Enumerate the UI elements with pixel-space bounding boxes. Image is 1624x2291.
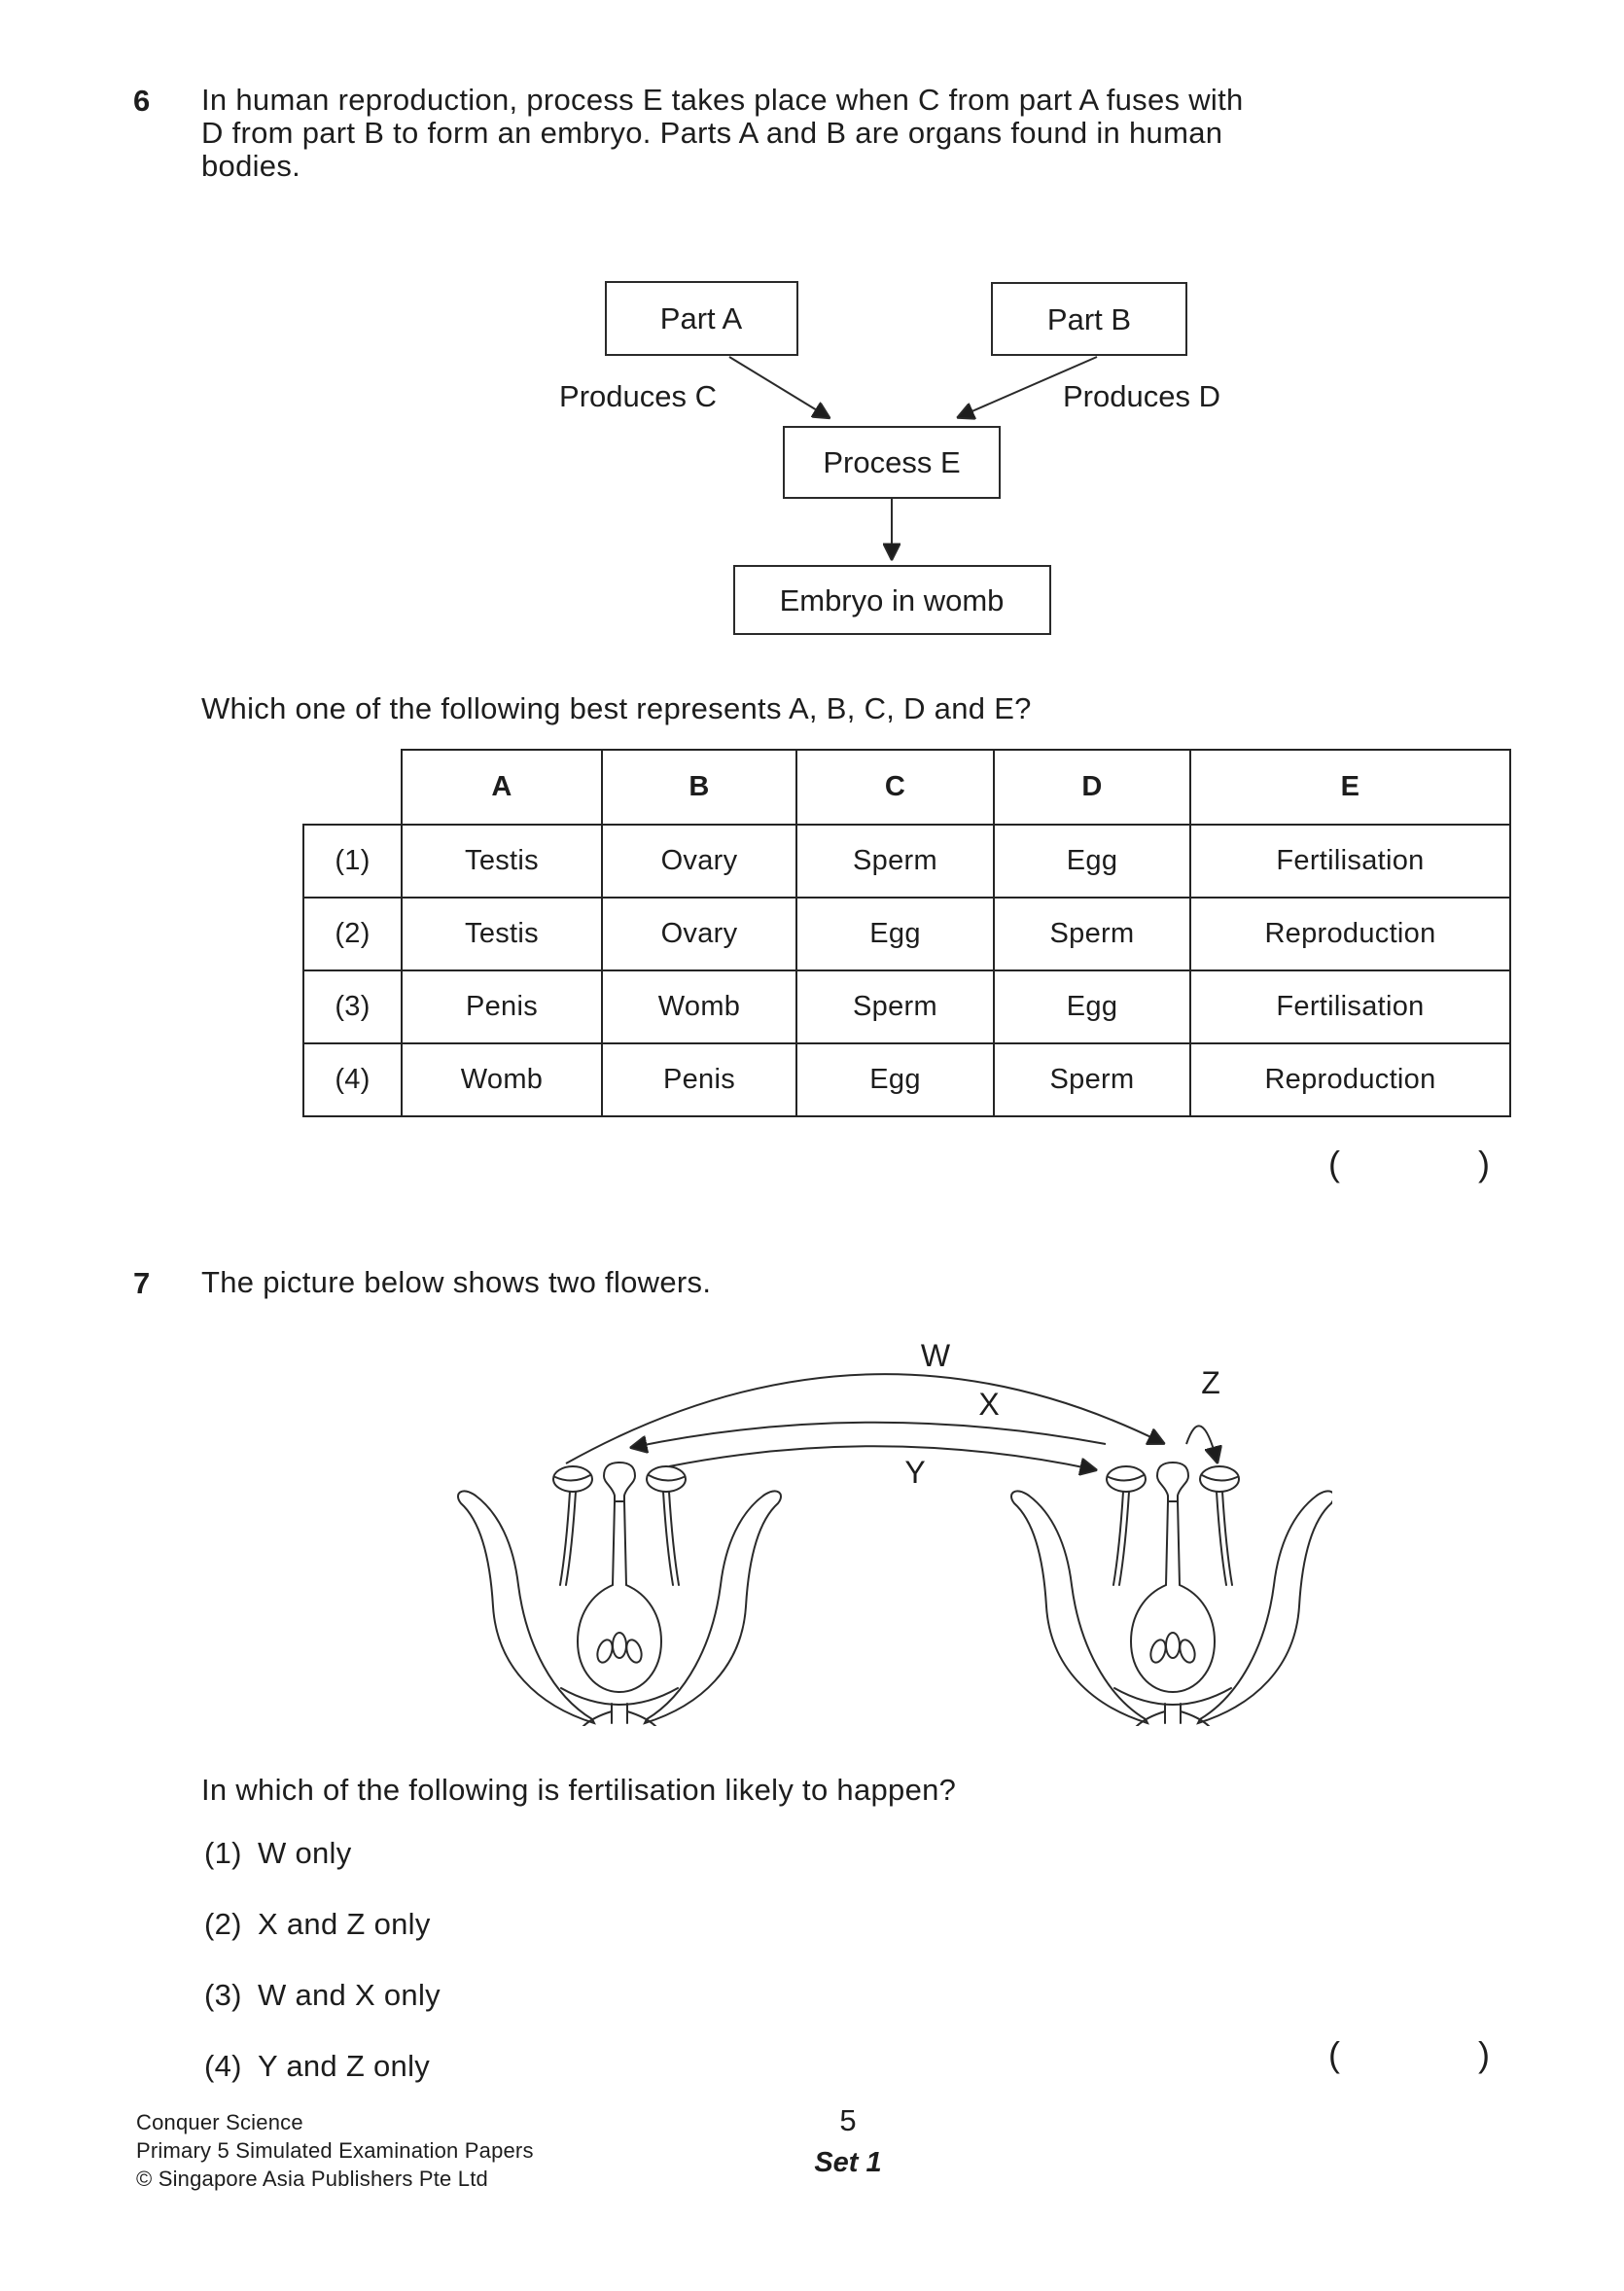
reproduction-flow-diagram: Part A Part B Process E Embryo in womb P… bbox=[559, 281, 1220, 635]
question-7-intro: The picture below shows two flowers. bbox=[201, 1265, 712, 1299]
label-y: Y bbox=[904, 1455, 925, 1490]
table-row: (1) Testis Ovary Sperm Egg Fertilisation bbox=[302, 824, 1511, 899]
option-3-text: W and X only bbox=[258, 1978, 441, 2012]
table-cell: Penis bbox=[601, 1042, 797, 1117]
row-label: (2) bbox=[302, 897, 403, 971]
question-6-text: In human reproduction, process E takes p… bbox=[201, 84, 1504, 183]
set-label: Set 1 bbox=[814, 2147, 882, 2178]
arrow-y bbox=[668, 1445, 1093, 1469]
question-7-number: 7 bbox=[133, 1266, 151, 1300]
footer-page-block: 5 Set 1 bbox=[751, 2103, 945, 2179]
part-b-label: Part B bbox=[1047, 302, 1131, 336]
option-4-label: (4) bbox=[204, 2049, 242, 2083]
table-cell: Sperm bbox=[993, 1042, 1191, 1117]
arrow-z bbox=[1185, 1425, 1217, 1460]
process-e-label: Process E bbox=[823, 445, 960, 479]
table-cell: Egg bbox=[993, 824, 1191, 899]
left-flower bbox=[456, 1462, 783, 1726]
table-row: (4) Womb Penis Egg Sperm Reproduction bbox=[302, 1042, 1511, 1117]
produces-d-label: Produces D bbox=[1063, 379, 1220, 413]
q7-answer-bracket-open: ( bbox=[1328, 2034, 1340, 2074]
footer-publisher-block: Conquer Science Primary 5 Simulated Exam… bbox=[136, 2108, 534, 2193]
table-cell: Fertilisation bbox=[1189, 824, 1511, 899]
option-1-text: W only bbox=[258, 1836, 352, 1870]
option-2-label: (2) bbox=[204, 1907, 242, 1941]
option-4-text: Y and Z only bbox=[258, 2049, 431, 2083]
table-cell: Sperm bbox=[795, 969, 995, 1044]
embryo-box bbox=[733, 565, 1051, 635]
option-2: (2) X and Z only bbox=[204, 1907, 431, 1942]
part-b-box bbox=[991, 282, 1187, 356]
row-label: (4) bbox=[302, 1042, 403, 1117]
table-cell: Womb bbox=[601, 969, 797, 1044]
table-cell: Sperm bbox=[993, 897, 1191, 971]
arrow-w bbox=[565, 1373, 1161, 1464]
right-flower bbox=[1009, 1462, 1332, 1726]
table-cell: Ovary bbox=[601, 897, 797, 971]
label-w: W bbox=[921, 1338, 951, 1373]
question-6-text-line-2: D from part B to form an embryo. Parts A… bbox=[201, 116, 1223, 150]
table-cell: Sperm bbox=[795, 824, 995, 899]
arrow-part-b-to-process bbox=[961, 356, 1098, 416]
answer-options-table: A B C D E (1) Testis Ovary Sperm Egg Fer… bbox=[302, 749, 1511, 1117]
question-6-text-line-1: In human reproduction, process E takes p… bbox=[201, 83, 1244, 117]
embryo-label: Embryo in womb bbox=[780, 583, 1005, 617]
q6-answer-bracket-close: ) bbox=[1478, 1144, 1490, 1183]
table-header-a: A bbox=[401, 749, 603, 826]
option-1: (1) W only bbox=[204, 1836, 352, 1871]
part-a-box bbox=[605, 281, 798, 356]
arrow-x bbox=[634, 1421, 1107, 1447]
option-3-label: (3) bbox=[204, 1978, 242, 2012]
part-a-label: Part A bbox=[660, 301, 743, 335]
footer-copyright: © Singapore Asia Publishers Pte Ltd bbox=[136, 2167, 488, 2191]
table-row: (2) Testis Ovary Egg Sperm Reproduction bbox=[302, 897, 1511, 971]
label-x: X bbox=[978, 1387, 999, 1422]
table-header-row: A B C D E bbox=[303, 749, 1511, 826]
question-7-prompt: In which of the following is fertilisati… bbox=[201, 1773, 957, 1807]
option-4: (4) Y and Z only bbox=[204, 2049, 430, 2084]
row-label: (3) bbox=[302, 969, 403, 1044]
question-6-text-line-3: bodies. bbox=[201, 149, 301, 183]
table-row: (3) Penis Womb Sperm Egg Fertilisation bbox=[302, 969, 1511, 1044]
two-flowers-diagram: W X Y Z bbox=[456, 1338, 1332, 1726]
table-header-c: C bbox=[795, 749, 995, 826]
table-cell: Egg bbox=[993, 969, 1191, 1044]
question-6-number: 6 bbox=[133, 84, 151, 118]
option-1-label: (1) bbox=[204, 1836, 242, 1870]
footer-paper-title: Primary 5 Simulated Examination Papers bbox=[136, 2138, 534, 2163]
option-3: (3) W and X only bbox=[204, 1978, 441, 2013]
produces-c-label: Produces C bbox=[559, 379, 717, 413]
row-label: (1) bbox=[302, 824, 403, 899]
table-cell: Ovary bbox=[601, 824, 797, 899]
table-cell: Testis bbox=[401, 824, 603, 899]
question-6-prompt: Which one of the following best represen… bbox=[201, 691, 1032, 725]
table-corner-cell bbox=[303, 750, 402, 825]
table-header-e: E bbox=[1189, 749, 1511, 826]
table-header-b: B bbox=[601, 749, 797, 826]
table-cell: Reproduction bbox=[1189, 1042, 1511, 1117]
table-cell: Testis bbox=[401, 897, 603, 971]
table-cell: Womb bbox=[401, 1042, 603, 1117]
table-cell: Fertilisation bbox=[1189, 969, 1511, 1044]
q7-answer-bracket-close: ) bbox=[1478, 2034, 1490, 2074]
arrow-part-a-to-process bbox=[728, 356, 827, 416]
table-cell: Egg bbox=[795, 897, 995, 971]
footer-series-title: Conquer Science bbox=[136, 2110, 303, 2134]
table-cell: Reproduction bbox=[1189, 897, 1511, 971]
table-cell: Egg bbox=[795, 1042, 995, 1117]
label-z: Z bbox=[1201, 1365, 1220, 1400]
process-e-box bbox=[783, 426, 1001, 499]
table-header-d: D bbox=[993, 749, 1191, 826]
option-2-text: X and Z only bbox=[258, 1907, 431, 1941]
q6-answer-bracket-open: ( bbox=[1328, 1144, 1340, 1183]
table-cell: Penis bbox=[401, 969, 603, 1044]
page-number: 5 bbox=[839, 2103, 857, 2137]
